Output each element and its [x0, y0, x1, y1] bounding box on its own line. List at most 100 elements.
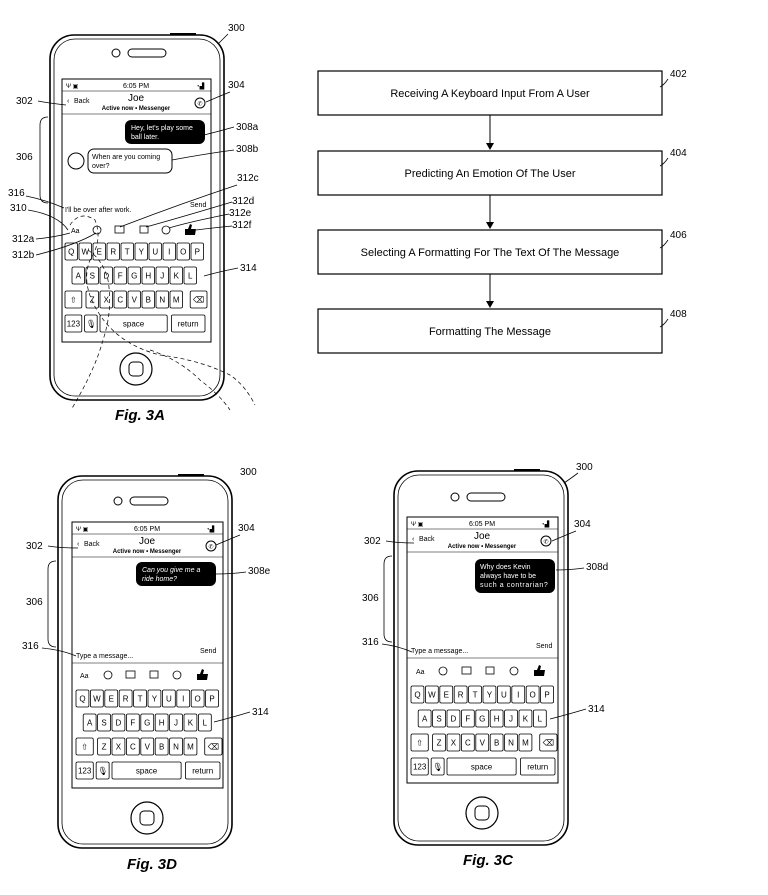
- fig3d-back-label[interactable]: Back: [84, 541, 100, 548]
- fig3a-image-icon[interactable]: [139, 225, 149, 234]
- fig3a-key-y[interactable]: [134, 242, 148, 261]
- fig3c-like-icon[interactable]: [534, 665, 545, 676]
- fig3a-key-v[interactable]: [127, 290, 141, 309]
- fig3c-key-v[interactable]: [475, 733, 490, 752]
- fig3a-key-shift[interactable]: [64, 290, 83, 309]
- fig3d-emoji-icon[interactable]: [172, 670, 182, 680]
- fig3a-key-delete[interactable]: [189, 290, 208, 309]
- fig3c-key-p[interactable]: [540, 685, 554, 704]
- fig3a-key-a[interactable]: [71, 266, 85, 285]
- fig3a-key-j[interactable]: [155, 266, 169, 285]
- fig3c-key-h[interactable]: [489, 709, 504, 728]
- fig3d-key-mic[interactable]: [95, 761, 110, 780]
- fig3c-key-s[interactable]: [432, 709, 446, 728]
- fig3d-key-n[interactable]: [169, 737, 183, 756]
- fig3d-key-s[interactable]: [97, 713, 111, 732]
- fig3c-key-y[interactable]: [482, 685, 497, 704]
- fig3d-key-h[interactable]: [154, 713, 169, 732]
- fig3a-key-mic[interactable]: [84, 314, 98, 333]
- fig3d-key-i[interactable]: [176, 689, 191, 708]
- fig3c-key-g[interactable]: [475, 709, 490, 728]
- fig3d-dollar-icon[interactable]: [103, 670, 113, 680]
- fig3a-key-m[interactable]: [169, 290, 183, 309]
- fig3c-key-o[interactable]: [525, 685, 540, 704]
- fig3a-key-k[interactable]: [169, 266, 183, 285]
- fig3c-key-b[interactable]: [489, 733, 504, 752]
- fig3d-key-l[interactable]: [197, 713, 212, 732]
- fig3c-key-delete[interactable]: [539, 733, 558, 752]
- fig3c-dollar-icon[interactable]: [438, 666, 448, 676]
- fig3d-image-icon[interactable]: [149, 670, 159, 679]
- fig3c-key-k[interactable]: [518, 709, 533, 728]
- fig3d-like-icon[interactable]: [197, 669, 208, 680]
- fig3c-key-f[interactable]: [460, 709, 475, 728]
- fig3d-key-v[interactable]: [140, 737, 155, 756]
- fig3a-key-c[interactable]: [113, 290, 127, 309]
- fig3a-key-u[interactable]: [148, 242, 162, 261]
- fig3a-back-button[interactable]: ‹: [67, 98, 70, 105]
- fig3a-key-t[interactable]: [120, 242, 134, 261]
- fig3c-key-d[interactable]: [446, 709, 461, 728]
- fig3d-input-placeholder[interactable]: Type a message...: [76, 653, 133, 660]
- fig3d-key-shift[interactable]: [75, 737, 94, 756]
- fig3d-key-delete[interactable]: [204, 737, 223, 756]
- fig3c-key-u[interactable]: [496, 685, 511, 704]
- fig3c-key-e[interactable]: [439, 685, 454, 704]
- fig3d-key-g[interactable]: [140, 713, 155, 732]
- fig3d-key-b[interactable]: [154, 737, 169, 756]
- fig3c-camera-icon[interactable]: [461, 666, 472, 675]
- fig3c-image-icon[interactable]: [485, 666, 495, 675]
- fig3d-key-z[interactable]: [97, 737, 111, 756]
- fig3a-key-z[interactable]: [85, 290, 99, 309]
- fig3d-key-t[interactable]: [133, 689, 147, 708]
- fig3c-key-w[interactable]: [424, 685, 439, 704]
- fig3c-key-l[interactable]: [533, 709, 547, 728]
- fig3a-key-e[interactable]: [92, 242, 106, 261]
- fig3d-key-num[interactable]: [75, 761, 94, 780]
- fig3a-back-label[interactable]: Back: [74, 98, 90, 105]
- fig3c-key-mic[interactable]: [430, 757, 445, 776]
- fig3c-key-n[interactable]: [504, 733, 518, 752]
- fig3d-back-button[interactable]: ‹: [77, 541, 80, 548]
- fig3d-key-p[interactable]: [205, 689, 219, 708]
- fig3a-key-i[interactable]: [162, 242, 176, 261]
- fig3a-key-o[interactable]: [176, 242, 190, 261]
- fig3d-key-q[interactable]: [75, 689, 90, 708]
- fig3d-call-icon[interactable]: [205, 540, 217, 552]
- fig3c-key-shift[interactable]: [410, 733, 429, 752]
- fig3a-key-space[interactable]: [99, 314, 168, 333]
- fig3a-key-q[interactable]: [64, 242, 78, 261]
- fig3c-send-button[interactable]: Send: [536, 643, 552, 650]
- fig3d-aa-button[interactable]: Aa: [80, 673, 89, 680]
- fig3c-key-num[interactable]: [410, 757, 429, 776]
- fig3c-key-return[interactable]: [520, 757, 556, 776]
- fig3d-key-space[interactable]: [111, 761, 182, 780]
- fig3a-key-w[interactable]: [78, 242, 92, 261]
- fig3a-like-icon[interactable]: [185, 224, 196, 235]
- fig3d-key-e[interactable]: [104, 689, 119, 708]
- fig3d-key-w[interactable]: [90, 689, 104, 708]
- fig3a-emoji-icon[interactable]: [161, 225, 171, 235]
- fig3c-key-j[interactable]: [504, 709, 518, 728]
- fig3d-key-r[interactable]: [118, 689, 133, 708]
- fig3a-key-num[interactable]: [64, 314, 83, 333]
- fig3c-emoji-icon[interactable]: [509, 666, 519, 676]
- fig3d-key-j[interactable]: [169, 713, 183, 732]
- fig3d-key-o[interactable]: [190, 689, 205, 708]
- fig3a-aa-button[interactable]: Aa: [71, 228, 80, 235]
- fig3c-key-a[interactable]: [417, 709, 432, 728]
- fig3a-key-d[interactable]: [99, 266, 113, 285]
- fig3d-key-x[interactable]: [111, 737, 126, 756]
- fig3c-back-button[interactable]: ‹: [412, 536, 415, 543]
- fig3d-key-f[interactable]: [126, 713, 140, 732]
- fig3a-key-n[interactable]: [155, 290, 169, 309]
- fig3c-input-placeholder[interactable]: Type a message...: [411, 648, 468, 655]
- fig3c-key-space[interactable]: [446, 757, 517, 776]
- fig3a-key-s[interactable]: [85, 266, 99, 285]
- fig3d-key-m[interactable]: [183, 737, 198, 756]
- fig3d-key-a[interactable]: [82, 713, 97, 732]
- fig3a-key-f[interactable]: [113, 266, 127, 285]
- fig3a-key-h[interactable]: [141, 266, 155, 285]
- fig3d-send-button[interactable]: Send: [200, 648, 216, 655]
- fig3c-aa-button[interactable]: Aa: [416, 669, 425, 676]
